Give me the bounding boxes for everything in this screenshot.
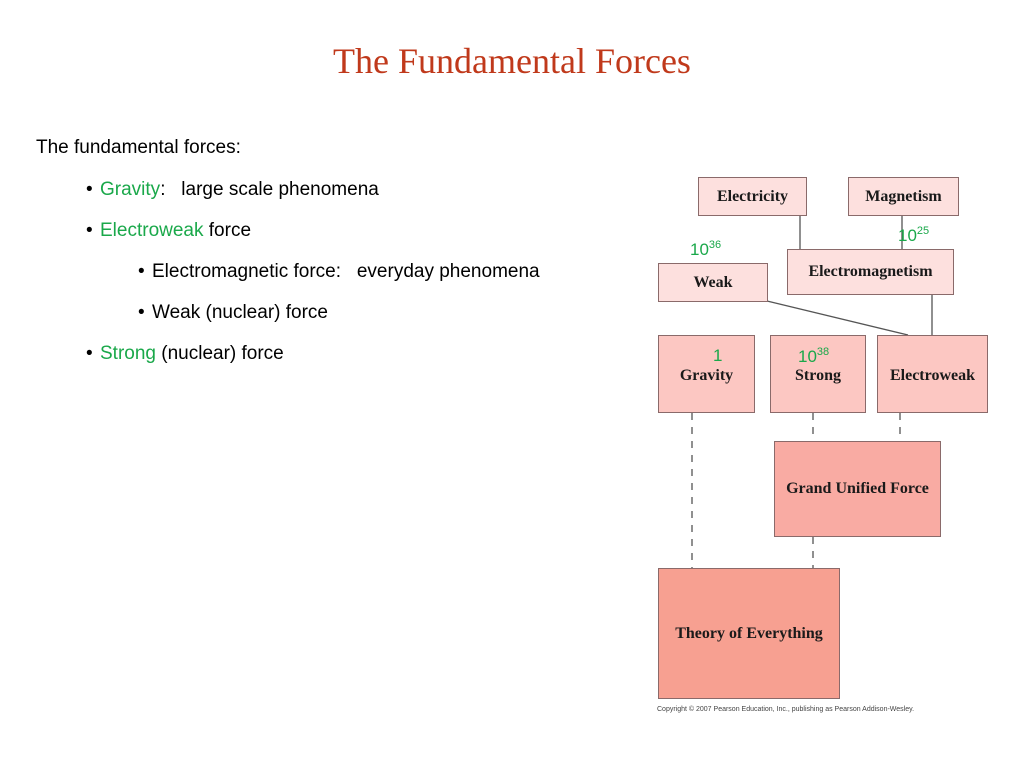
strong-desc: (nuclear) force (155, 343, 284, 364)
electroweak-term: Electroweak (100, 220, 204, 241)
strength-strong-exp: 38 (816, 346, 830, 358)
strength-em-exp: 25 (916, 225, 930, 237)
node-electroweak: Electroweak (877, 335, 988, 413)
strength-gravity-base: 1 (713, 346, 723, 365)
node-weak: Weak (658, 263, 768, 302)
strength-weak: 1036 (690, 239, 721, 260)
bullet-mark: • (138, 302, 145, 323)
bullet-mark: • (86, 220, 93, 241)
bullet-strong: • Strong (nuclear) force (86, 343, 284, 365)
node-grand-unified-force: Grand Unified Force (774, 441, 941, 537)
gravity-desc: : large scale phenomena (160, 179, 379, 200)
strength-electromagnetism: 1025 (898, 225, 929, 246)
bullet-electroweak: • Electroweak force (86, 220, 251, 242)
strong-term: Strong (100, 343, 156, 364)
intro-text: The fundamental forces: (36, 137, 241, 158)
copyright-notice: Copyright © 2007 Pearson Education, Inc.… (657, 706, 915, 713)
node-gravity: Gravity (658, 335, 755, 413)
node-theory-of-everything: Theory of Everything (658, 568, 840, 699)
node-electricity: Electricity (698, 177, 807, 216)
strength-weak-base: 10 (690, 240, 709, 259)
bullet-weak: • Weak (nuclear) force (138, 302, 328, 324)
gravity-term: Gravity (100, 179, 161, 200)
strength-weak-exp: 36 (708, 239, 722, 251)
bullet-mark: • (138, 261, 145, 282)
strength-gravity: 1 (713, 346, 722, 366)
strength-strong-base: 10 (798, 347, 817, 366)
strength-em-base: 10 (898, 226, 917, 245)
electromagnetic-desc: Electromagnetic force: everyday phenomen… (152, 261, 540, 282)
connector-weak-electroweak (766, 300, 909, 336)
electroweak-desc: force (203, 220, 252, 241)
node-magnetism: Magnetism (848, 177, 959, 216)
bullet-gravity: • Gravity: large scale phenomena (86, 179, 379, 201)
slide-title: The Fundamental Forces (333, 41, 691, 81)
bullet-mark: • (86, 343, 93, 364)
strength-strong: 1038 (798, 346, 829, 367)
bullet-mark: • (86, 179, 93, 200)
node-strong: Strong (770, 335, 866, 413)
bullet-electromagnetic: • Electromagnetic force: everyday phenome… (138, 261, 540, 283)
weak-desc: Weak (nuclear) force (152, 302, 328, 323)
node-electromagnetism: Electromagnetism (787, 249, 954, 295)
